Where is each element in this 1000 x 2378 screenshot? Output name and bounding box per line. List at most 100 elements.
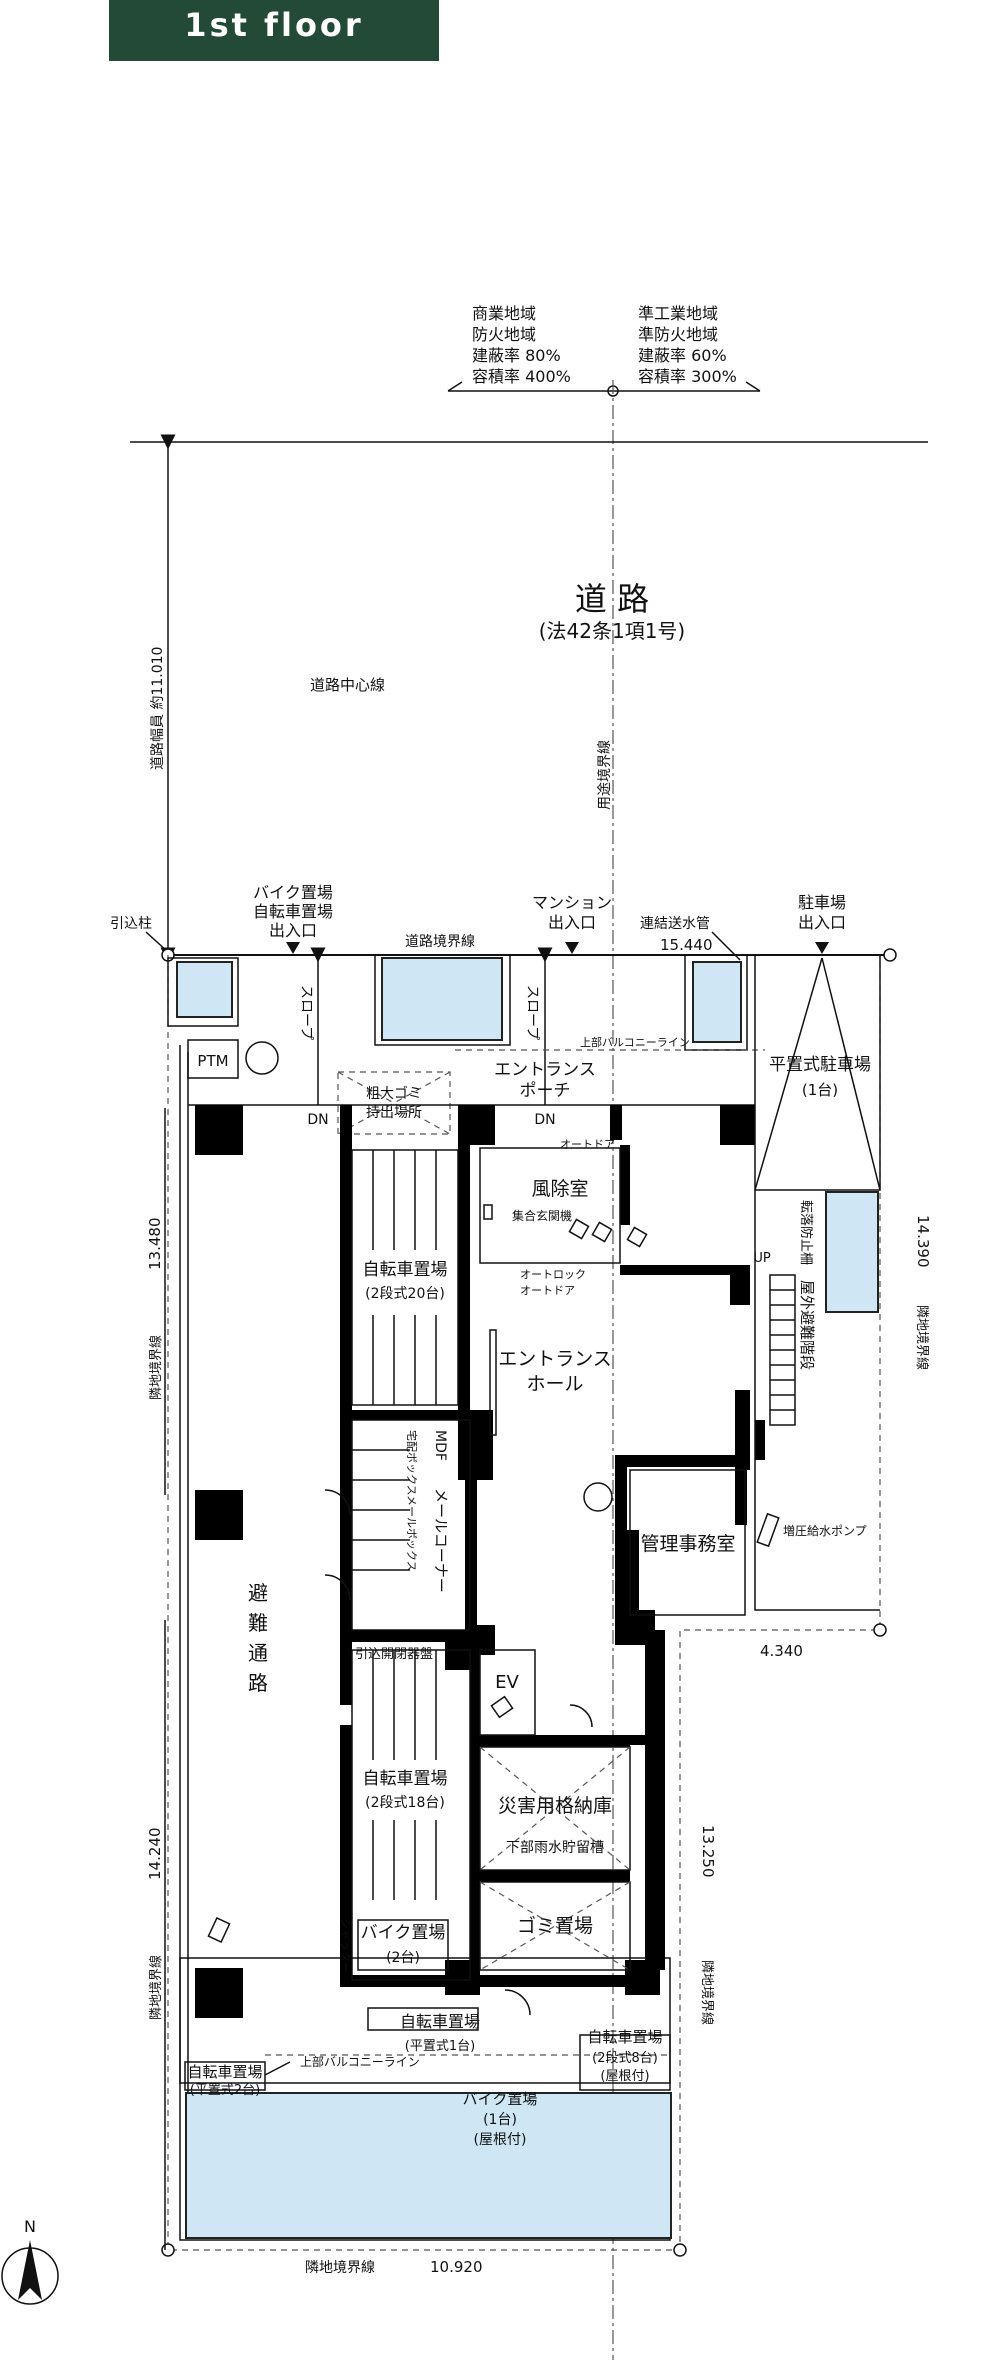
autolock-label-2: オートドア: [520, 1284, 575, 1297]
dim-rear-step: 4.340: [760, 1642, 803, 1660]
motorbike-room: [357, 1919, 449, 1971]
north-arrow-icon: [18, 2240, 42, 2300]
zoning-left-1: 商業地域: [472, 304, 536, 323]
bike-outdoor-1-capacity: (平置式1台): [405, 2039, 475, 2054]
mansion-entrance-marker: [565, 942, 579, 954]
dim-right-top: 14.390: [914, 1215, 932, 1268]
bike-outdoor-1-label: 自転車置場: [400, 2012, 480, 2031]
parking-space: [754, 954, 881, 1191]
planter-1: [176, 961, 233, 1018]
intercom-label: 集合玄関機: [512, 1208, 572, 1223]
connection-pipe-label: 連結送水管: [640, 916, 710, 932]
zoning-left-3: 建蔽率 80%: [472, 346, 561, 365]
dim-left-bottom: 14.240: [146, 1828, 164, 1881]
dim-bottom: 10.920: [430, 2258, 483, 2276]
planter-4: [825, 1191, 879, 1313]
neighbor-boundary-right-bottom: 隣地境界線: [699, 1960, 715, 2025]
disaster-storage: [479, 1746, 631, 1871]
disaster-storage-label: 災害用格納庫: [498, 1795, 612, 1817]
motorbike-outdoor-roof: (屋根付): [474, 2132, 527, 2148]
zoning-left-2: 防火地域: [472, 325, 536, 344]
slope-right-label: スロープ: [524, 985, 540, 1040]
rainwater-label: 下部雨水貯留槽: [506, 1840, 604, 1856]
zoning-block: 商業地域 防火地域 建蔽率 80% 容積率 400% 準工業地域 準防火地域 建…: [447, 304, 761, 397]
neighbor-boundary-bottom: 隣地境界線: [305, 2260, 375, 2276]
mail-corner-label: メールコーナー: [432, 1488, 450, 1593]
zoning-left-4: 容積率 400%: [472, 367, 571, 386]
entrance-hall-label-1: エントランス: [498, 1348, 612, 1370]
motorbike-room-capacity: (2台): [386, 1950, 420, 1966]
ptm-label: PTM: [197, 1052, 228, 1070]
neighbor-boundary-left-bottom: 隣地境界線: [148, 1955, 164, 2020]
neighbor-boundary-left-top: 隣地境界線: [148, 1335, 164, 1400]
porch-label-2: ポーチ: [520, 1081, 571, 1101]
bike-room-2-label: 自転車置場: [363, 1769, 448, 1789]
bike-entrance-marker: [286, 942, 300, 954]
outdoor-stairs: [769, 1274, 796, 1426]
road-width-label: 道路幅員 約11.010: [150, 647, 166, 770]
bike-outdoor-8-capacity: (2段式8台): [592, 2051, 658, 2066]
floor-title: 1st floor: [184, 6, 364, 44]
bike-room-1: 自転車置場 (2段式20台): [351, 1149, 459, 1406]
parking-entrance-label-2: 出入口: [798, 913, 846, 932]
plant-icon-2: [591, 1221, 648, 1248]
bike-outdoor-8-roof: (屋根付): [600, 2069, 649, 2084]
entrance-hall-label-2: ホール: [526, 1373, 583, 1395]
mail-box-label: メールボックス: [405, 1495, 418, 1572]
garbage-room-label: ゴミ置場: [517, 1915, 593, 1937]
bike-room-2: 自転車置場 (2段式18台): [351, 1649, 471, 1981]
evacuation-label-3: 通: [248, 1641, 268, 1665]
rear-yard: [179, 1957, 671, 2084]
delivery-box-label: 宅配ボックス: [405, 1430, 419, 1496]
use-boundary-label: 用途境界線: [596, 740, 613, 810]
mansion-entrance-label-1: マンション: [532, 893, 612, 912]
bike-room-1-label: 自転車置場: [363, 1260, 448, 1280]
windbreak-room: [479, 1147, 621, 1264]
upper-balcony-label-top: 上部バルコニーライン: [580, 1035, 690, 1049]
evacuation-label-4: 路: [248, 1671, 268, 1695]
ev-label: EV: [495, 1672, 519, 1693]
plant-icon-3: [583, 1482, 613, 1512]
mail-corner: [351, 1419, 471, 1631]
ptm-box: [187, 1039, 239, 1079]
bike-entrance-label-1: バイク置場: [253, 883, 333, 902]
bike-outdoor-8: [579, 2034, 671, 2091]
zoning-right-3: 建蔽率 60%: [638, 346, 727, 365]
road-boundary-label: 道路境界線: [405, 934, 475, 950]
bike-room-2-capacity: (2段式18台): [365, 1795, 445, 1811]
parking-label: 平置式駐車場: [769, 1055, 871, 1075]
outdoor-stairs-label: 屋外避難階段: [798, 1280, 816, 1370]
parking-entrance-label-1: 駐車場: [798, 893, 846, 912]
road-title: 道 路: [575, 580, 649, 618]
porch-label-1: エントランス: [494, 1060, 596, 1080]
planter-2: [381, 957, 503, 1041]
management-office: [629, 1469, 746, 1616]
motorbike-room-label: バイク置場: [361, 1923, 446, 1943]
intercom-icon: [483, 1204, 493, 1220]
elevator: [479, 1649, 536, 1736]
upper-balcony-label-bottom: 上部バルコニーライン: [300, 2054, 420, 2069]
walls: [195, 1105, 765, 2018]
bike-outdoor-8-label: 自転車置場: [587, 2028, 662, 2046]
mansion-entrance-label-2: 出入口: [548, 913, 596, 932]
site-boundary: [167, 955, 881, 2251]
road-center-label: 道路中心線: [310, 676, 385, 694]
bike-outdoor-2: [184, 2061, 266, 2091]
bike-outdoor-2-capacity: (平置式2台): [190, 2083, 260, 2098]
pull-pole-label: 引込柱: [110, 916, 152, 932]
bike-outdoor-2-label: 自転車置場: [187, 2063, 262, 2081]
planter-5: [185, 2092, 672, 2239]
road-boundary-length: 15.440: [660, 936, 713, 954]
management-label: 管理事務室: [640, 1533, 735, 1555]
garbage-room: [479, 1881, 631, 1971]
dim-right-bottom: 13.250: [699, 1825, 717, 1878]
autolock-label-1: オートロック: [520, 1268, 586, 1281]
garbage-out-area: [337, 1071, 451, 1135]
zoning-right-1: 準工業地域: [638, 304, 718, 323]
pole-icon: [245, 1041, 279, 1075]
fall-prevention-label: 転落防止柵: [798, 1200, 814, 1265]
slope-left-label: スロープ: [298, 985, 314, 1040]
neighbor-boundary-right-top: 隣地境界線: [914, 1305, 930, 1370]
north-label: N: [24, 2217, 36, 2236]
zoning-right-2: 準防火地域: [638, 325, 718, 344]
